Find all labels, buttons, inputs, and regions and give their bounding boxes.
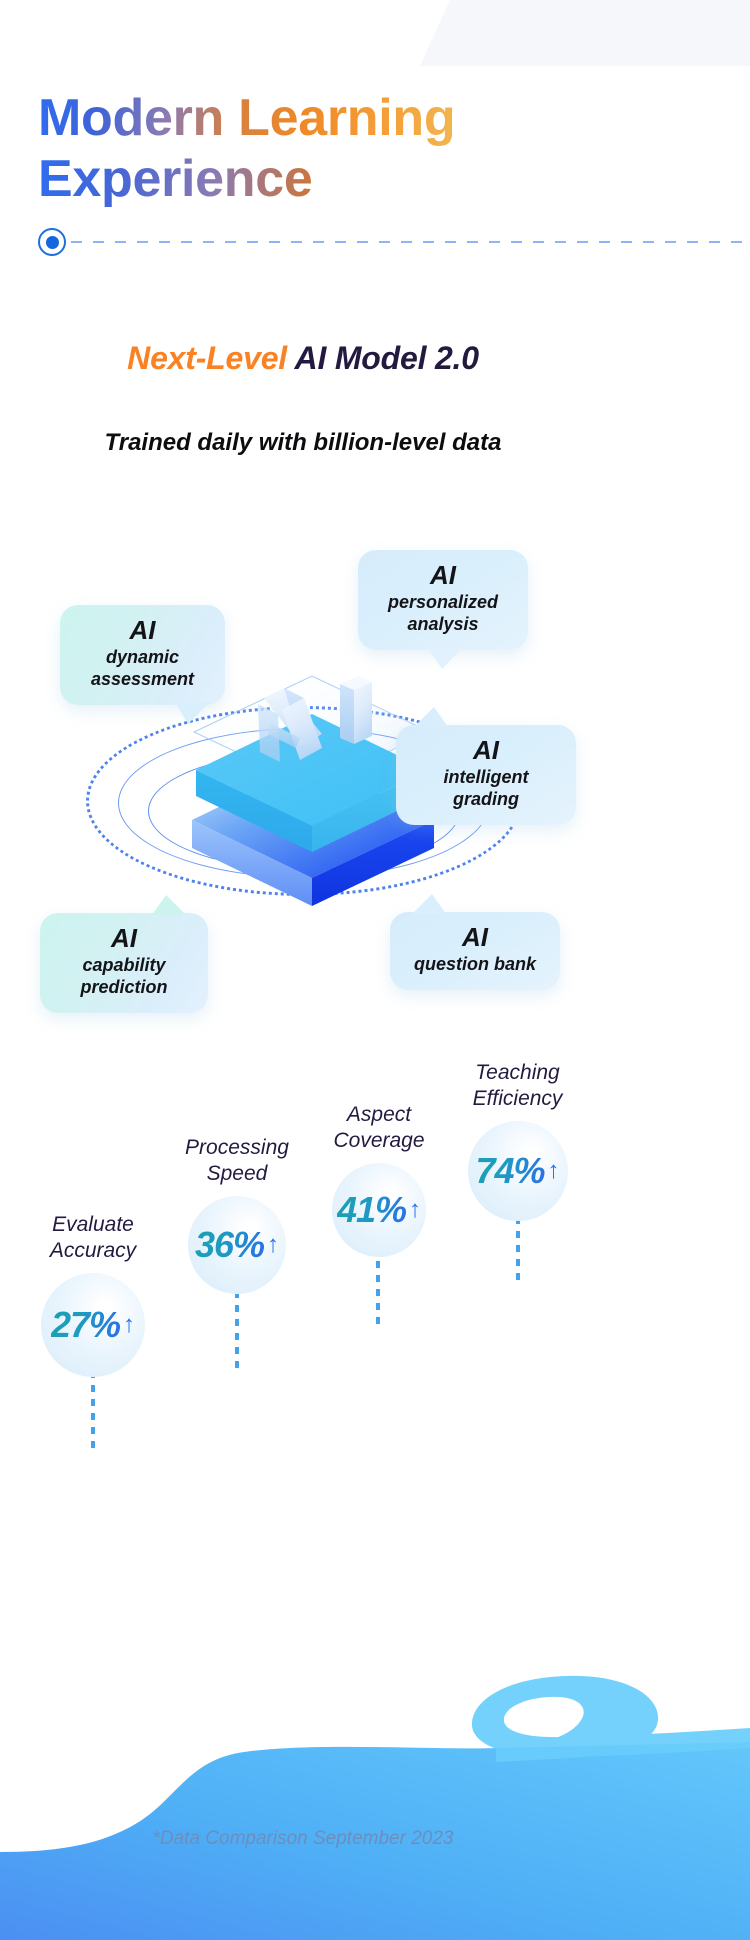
bubble-personalized-analysis[interactable]: AI personalized analysis [358,550,528,670]
stat-value: 27% [50,1304,121,1346]
header-divider [38,228,750,258]
bubble-text: capability prediction [80,955,168,998]
bubble-ai-label: AI [462,922,488,952]
stats-section: Evaluate Accuracy 27% ↑ Processing Speed… [0,1040,606,1460]
bottom-slab-right [312,820,434,906]
page-title-line2: Experience [38,149,558,210]
stat-circle: 74% ↑ [467,1121,568,1222]
bubble-ai-label: AI [129,615,156,645]
stat-circle: 41% ↑ [332,1163,426,1258]
trend-up-icon: ↑ [123,1311,136,1339]
bubble-tail-icon [152,895,186,915]
bubble-ai-label: AI [111,923,137,953]
bubble-tail-icon [412,894,446,914]
bubble-text: intelligent grading [443,767,529,810]
subtitle-heading: Next-Level AI Model 2.0 [0,340,606,377]
bubble-tail-icon [428,648,462,670]
bubble-dynamic-assessment[interactable]: AI dynamic assessment [60,605,225,725]
stat-label: Teaching Efficiency [472,1061,563,1110]
stat-item-aspect-coverage[interactable]: Aspect Coverage 41% ↑ [300,1102,458,1258]
stat-value: 74% [475,1150,545,1192]
bottom-slab-left [192,820,312,906]
stat-circle: 36% ↑ [188,1196,286,1295]
subtitle-main: AI Model 2.0 [294,340,480,376]
bubble-tail-icon [414,707,448,727]
bubble-ai-label: AI [430,560,456,590]
data-comparison-note: *Data Comparison September 2023 [152,1828,454,1849]
top-slab-left [196,770,312,852]
bubble-capability-prediction[interactable]: AI capability prediction [40,895,208,1014]
river-path-decoration [0,1590,750,1940]
bubble-text: dynamic assessment [90,647,195,690]
trend-up-icon: ↑ [267,1231,280,1259]
stat-item-teaching-efficiency[interactable]: Teaching Efficiency 74% ↑ [440,1060,595,1222]
bubble-tail-icon [175,702,210,725]
bubble-text: question bank [413,954,536,975]
stat-value: 41% [336,1189,407,1231]
bubble-text: personalized analysis [387,592,499,635]
subtitle-accent: Next-Level [127,340,288,376]
ai-illustration: AI dynamic assessment AI personalized an… [0,530,606,1030]
bubble-intelligent-grading[interactable]: AI intelligent grading [396,707,576,826]
stat-item-evaluate-accuracy[interactable]: Evaluate Accuracy 27% ↑ [18,1212,168,1378]
stat-label: Aspect Coverage [333,1103,425,1152]
page-header: Modern Learning Experience [38,88,558,210]
stat-value: 36% [194,1224,265,1266]
ai-platform-3d [172,670,434,906]
dashed-line-decoration [71,241,750,243]
platform-svg [192,675,434,906]
river-svg [0,1675,750,1940]
bubble-ai-label: AI [473,735,499,765]
trend-up-icon: ↑ [409,1196,422,1224]
circle-marker-icon [38,228,66,256]
stat-label: Evaluate Accuracy [49,1213,137,1262]
corner-wedge-decoration [420,0,750,66]
stat-circle: 27% ↑ [41,1273,145,1378]
stat-label: Processing Speed [185,1136,289,1185]
page-title-line1: Modern Learning [38,88,558,149]
subtitle-block: Next-Level AI Model 2.0 Trained daily wi… [0,340,606,457]
stat-item-processing-speed[interactable]: Processing Speed 36% ↑ [158,1135,316,1295]
subtitle-tagline: Trained daily with billion-level data [104,429,502,456]
bubble-question-bank[interactable]: AI question bank [390,894,560,991]
trend-up-icon: ↑ [547,1157,560,1185]
